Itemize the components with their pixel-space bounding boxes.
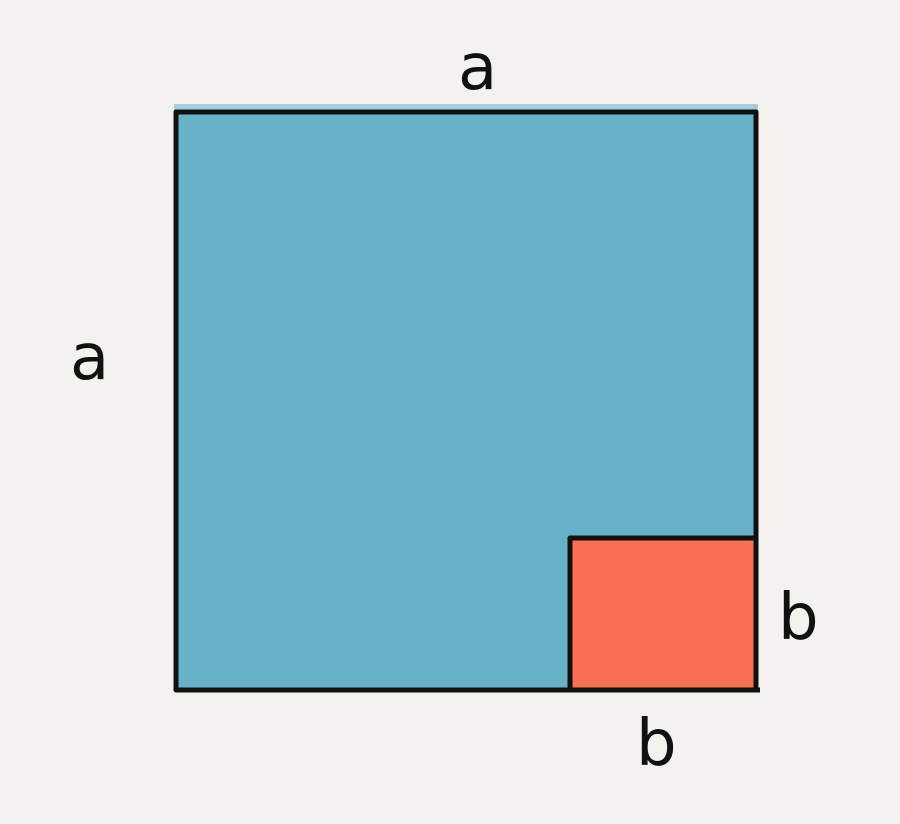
large-square-outline — [173, 109, 759, 693]
label-left-side: a — [70, 321, 110, 395]
label-right-side: b — [778, 581, 819, 655]
large-square-bleed — [174, 104, 758, 114]
small-square-outline — [567, 535, 756, 690]
label-top-side: a — [458, 31, 498, 105]
small-square — [570, 538, 756, 690]
label-bottom-side: b — [636, 707, 677, 781]
